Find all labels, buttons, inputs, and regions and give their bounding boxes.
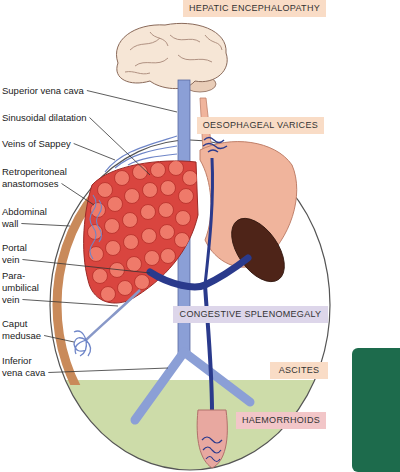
leader-line — [22, 260, 150, 274]
finding-box: ASCITES — [270, 362, 328, 379]
portal-vein — [150, 258, 248, 287]
finding-box: OESOPHAGEAL VARICES — [197, 117, 324, 134]
illustration-part — [105, 219, 120, 234]
finding-text: ASCITES — [276, 365, 322, 376]
part-label: Portal vein — [2, 242, 42, 266]
mesenteric-vein — [205, 285, 212, 412]
illustration-part — [143, 183, 158, 198]
part-label: Abdominal wall — [2, 206, 58, 230]
leader-line — [48, 368, 168, 373]
illustration-part — [141, 205, 156, 220]
liver-nodules — [88, 161, 198, 302]
illustration-part — [101, 287, 116, 302]
illustration-part — [106, 241, 121, 256]
illustration-part — [183, 171, 198, 186]
illustration-part — [145, 251, 160, 266]
finding-text: CONGESTIVE SPLENOMEGALY — [179, 309, 322, 320]
brain — [116, 23, 227, 92]
brain-gyri — [125, 32, 222, 74]
illustration-part — [93, 269, 108, 284]
part-label: Retroperitoneal anastomoses — [2, 166, 82, 190]
part-label: Veins of Sappey — [2, 138, 112, 150]
illustration-part — [175, 233, 190, 248]
illustration-part — [127, 257, 142, 272]
finding-box: HAEMORRHOIDS — [236, 412, 326, 429]
leader-line — [21, 224, 70, 227]
finding-text: HAEMORRHOIDS — [242, 415, 320, 426]
finding-text: OESOPHAGEAL VARICES — [203, 120, 318, 131]
haemorrhoidal-veins — [202, 437, 222, 462]
gastric-vein — [205, 158, 213, 285]
illustration-part — [161, 181, 176, 196]
illustration-part — [133, 165, 148, 180]
leader-line — [44, 336, 74, 343]
illustration-part — [125, 189, 140, 204]
illustration-part — [159, 203, 174, 218]
illustration-part — [124, 235, 139, 250]
leader-line — [90, 118, 150, 176]
para-umbilical-vein — [86, 290, 140, 340]
part-label: Caput medusae — [2, 318, 50, 342]
finding-box: HEPATIC ENCEPHALOPATHY — [183, 0, 326, 17]
rectum — [197, 410, 227, 468]
illustration-part — [151, 163, 166, 178]
ascites-fluid — [40, 380, 340, 472]
caput-medusae — [74, 331, 91, 356]
part-label: Inferior vena cava — [2, 355, 52, 379]
illustration-part — [135, 275, 150, 290]
illustration-part — [108, 197, 123, 212]
retroperitoneal-veins — [90, 195, 102, 259]
illustration-part — [123, 213, 138, 228]
part-label: Superior vena cava — [2, 85, 112, 97]
illustration-part — [160, 225, 175, 240]
illustration-part — [179, 189, 194, 204]
illustration-part — [142, 229, 157, 244]
leader-line — [22, 300, 118, 307]
leader-line — [87, 91, 177, 113]
iliac-veins — [135, 352, 250, 420]
side-panel — [352, 348, 400, 472]
illustration-part — [115, 171, 130, 186]
finding-text: HEPATIC ENCEPHALOPATHY — [189, 3, 320, 14]
illustration-part — [118, 281, 133, 296]
part-label: Para-umbilical vein — [2, 270, 54, 306]
oesophageal-varices — [203, 138, 227, 153]
illustration-part — [176, 211, 191, 226]
illustration-part — [98, 183, 113, 198]
leader-line — [62, 184, 94, 206]
leader-lines — [21, 91, 177, 373]
illustration-part — [169, 161, 184, 176]
part-label: Sinusoidal dilatation — [2, 112, 112, 124]
leader-line — [74, 144, 115, 161]
illustration-part — [161, 249, 176, 264]
finding-box: CONGESTIVE SPLENOMEGALY — [173, 306, 328, 323]
spleen — [221, 209, 295, 291]
cerebrum — [116, 23, 227, 88]
